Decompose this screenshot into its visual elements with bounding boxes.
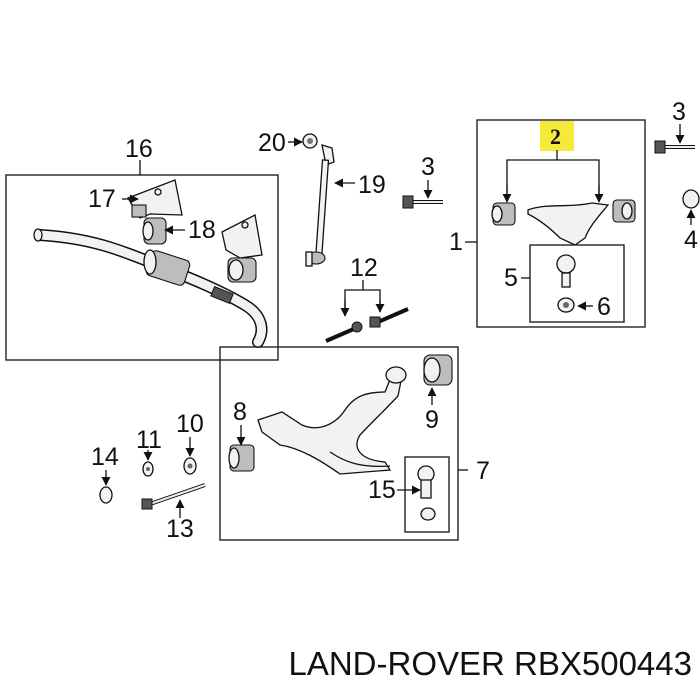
nut-14 bbox=[99, 486, 113, 504]
callout-3-middle: 3 bbox=[421, 153, 435, 181]
callout-9: 9 bbox=[425, 406, 439, 434]
callout-8: 8 bbox=[233, 398, 247, 426]
callout-13: 13 bbox=[166, 515, 194, 543]
stabilizer-box bbox=[5, 174, 279, 361]
callout-20: 20 bbox=[258, 129, 286, 157]
callout-14: 14 bbox=[91, 443, 119, 471]
callout-16: 16 bbox=[125, 135, 153, 163]
callout-18: 18 bbox=[188, 216, 216, 244]
highlight-box-2 bbox=[540, 121, 574, 151]
stabilizer-link-group bbox=[302, 133, 335, 267]
bolt-3-right bbox=[654, 140, 695, 154]
callout-5: 5 bbox=[504, 264, 518, 292]
callout-7: 7 bbox=[476, 457, 490, 485]
ball-joint-box-15 bbox=[404, 456, 450, 533]
bolt-13 bbox=[141, 483, 206, 510]
ball-joint-box-5 bbox=[529, 244, 625, 323]
callout-10: 10 bbox=[176, 410, 204, 438]
stabilizer-bar-group bbox=[5, 160, 279, 361]
callout-11: 11 bbox=[136, 426, 162, 454]
callout-3-right: 3 bbox=[672, 98, 686, 126]
lower-control-arm-group bbox=[219, 346, 468, 541]
callout-4: 4 bbox=[684, 226, 698, 254]
lower-arm-box bbox=[219, 346, 459, 541]
upper-arm-box bbox=[476, 119, 646, 328]
callout-19: 19 bbox=[358, 171, 386, 199]
callout-1: 1 bbox=[449, 228, 463, 256]
callout-12: 12 bbox=[350, 254, 378, 282]
bolt-3-middle bbox=[402, 195, 443, 209]
callout-17: 17 bbox=[88, 185, 116, 213]
part-number-caption: LAND-ROVER RBX500443 bbox=[288, 645, 692, 682]
nut-4 bbox=[682, 189, 700, 209]
callout-2: 2 bbox=[550, 124, 561, 149]
callout-15: 15 bbox=[368, 476, 396, 504]
callout-6: 6 bbox=[597, 293, 611, 321]
upper-control-arm-group bbox=[476, 119, 646, 328]
bolts-12 bbox=[325, 280, 409, 343]
